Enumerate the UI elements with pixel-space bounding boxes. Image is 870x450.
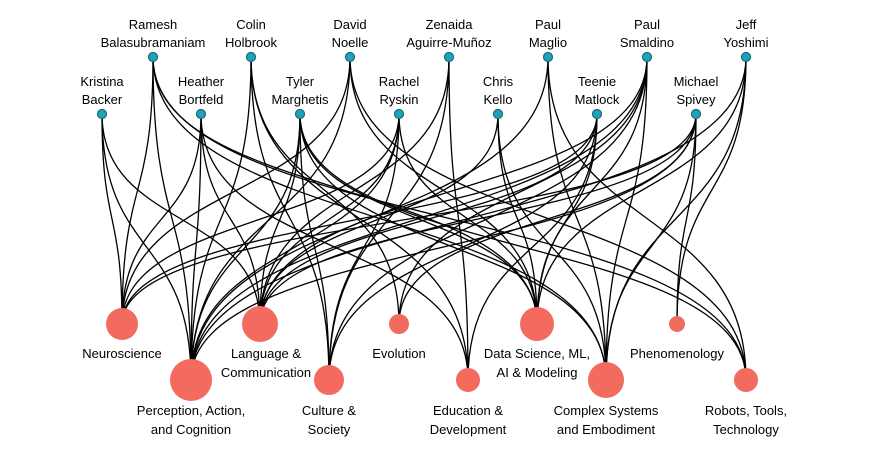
edge-pauls-culture xyxy=(328,56,648,381)
edge-chris-datasci xyxy=(497,113,538,325)
topic-node-culture[interactable] xyxy=(314,365,344,395)
topic-label-language: Language &Communication xyxy=(221,346,311,380)
faculty-node-ramesh[interactable] xyxy=(147,51,159,63)
edge-layer xyxy=(101,56,747,381)
faculty-node-tyler[interactable] xyxy=(294,108,306,120)
edge-tyler-perception xyxy=(190,113,301,381)
topic-label-evolution: Evolution xyxy=(372,346,425,361)
topic-node-language[interactable] xyxy=(242,306,278,342)
edge-tyler-complex xyxy=(299,113,607,381)
faculty-node-teenie[interactable] xyxy=(591,108,603,120)
topic-node-datasci[interactable] xyxy=(520,307,554,341)
edge-paulm-complex xyxy=(547,56,607,381)
topic-node-phenom[interactable] xyxy=(669,316,685,332)
edge-tyler-language xyxy=(259,113,301,325)
edge-heather-language xyxy=(200,113,261,325)
edge-teenie-neuro xyxy=(121,113,598,325)
faculty-node-david[interactable] xyxy=(344,51,356,63)
edge-heather-education xyxy=(200,113,469,381)
edge-pauls-complex xyxy=(605,56,648,381)
edge-teenie-language xyxy=(259,113,598,325)
edge-jeff-datasci xyxy=(536,56,747,325)
edge-pauls-evolution xyxy=(398,56,648,325)
edge-tyler-culture xyxy=(299,113,330,381)
edge-jeff-perception xyxy=(190,56,747,381)
edge-michael-complex xyxy=(605,113,697,381)
faculty-node-layer xyxy=(96,51,752,120)
edge-colin-perception xyxy=(190,56,252,381)
faculty-node-pauls[interactable] xyxy=(641,51,653,63)
edge-chris-language xyxy=(259,113,499,325)
edge-tyler-robots xyxy=(299,113,747,381)
topic-node-robots[interactable] xyxy=(734,368,758,392)
faculty-node-heather[interactable] xyxy=(195,108,207,120)
topic-node-neuro[interactable] xyxy=(106,308,138,340)
faculty-node-rachel[interactable] xyxy=(393,108,405,120)
edge-kristina-language xyxy=(101,113,261,325)
topic-label-education: Education &Development xyxy=(430,403,507,437)
edge-rachel-datasci xyxy=(398,113,538,325)
edge-ramesh-robots xyxy=(152,56,747,381)
topic-node-layer xyxy=(106,306,758,401)
edge-heather-neuro xyxy=(121,113,202,325)
topic-node-perception[interactable] xyxy=(170,359,212,401)
edge-rachel-neuro xyxy=(121,113,400,325)
edge-heather-perception xyxy=(190,113,202,381)
edge-teenie-culture xyxy=(328,113,598,381)
faculty-node-zenaida[interactable] xyxy=(443,51,455,63)
faculty-node-kristina[interactable] xyxy=(96,108,108,120)
faculty-node-colin[interactable] xyxy=(245,51,257,63)
edge-teenie-education xyxy=(467,113,598,381)
topic-node-education[interactable] xyxy=(456,368,480,392)
topic-node-complex[interactable] xyxy=(588,362,624,398)
topic-label-perception: Perception, Action,and Cognition xyxy=(137,403,245,437)
topic-label-culture: Culture &Society xyxy=(302,403,357,437)
faculty-node-michael[interactable] xyxy=(690,108,702,120)
edge-colin-culture xyxy=(250,56,330,381)
topic-node-evolution[interactable] xyxy=(389,314,409,334)
edge-rachel-language xyxy=(259,113,400,325)
edge-teenie-datasci xyxy=(536,113,598,325)
edge-paulm-robots xyxy=(547,56,747,381)
edge-michael-evolution xyxy=(398,113,697,325)
edge-pauls-language xyxy=(259,56,648,325)
edge-rachel-perception xyxy=(190,113,400,381)
edge-ramesh-perception xyxy=(152,56,192,381)
edge-kristina-neuro xyxy=(101,113,123,325)
edge-jeff-phenom xyxy=(676,56,747,325)
topic-label-datasci: Data Science, ML,AI & Modeling xyxy=(484,346,590,380)
edge-zenaida-education xyxy=(448,56,469,381)
topic-label-robots: Robots, Tools,Technology xyxy=(705,403,787,437)
edge-michael-neuro xyxy=(121,113,697,325)
edge-tyler-datasci xyxy=(299,113,538,325)
topic-label-phenom: Phenomenology xyxy=(630,346,724,361)
edge-kristina-perception xyxy=(101,113,192,381)
edge-michael-language xyxy=(259,113,697,325)
topic-label-neuro: Neuroscience xyxy=(82,346,162,361)
edge-ramesh-neuro xyxy=(121,56,154,325)
faculty-node-paulm[interactable] xyxy=(542,51,554,63)
edge-michael-phenom xyxy=(676,113,697,325)
faculty-node-chris[interactable] xyxy=(492,108,504,120)
edge-chris-complex xyxy=(497,113,607,381)
faculty-node-jeff[interactable] xyxy=(740,51,752,63)
